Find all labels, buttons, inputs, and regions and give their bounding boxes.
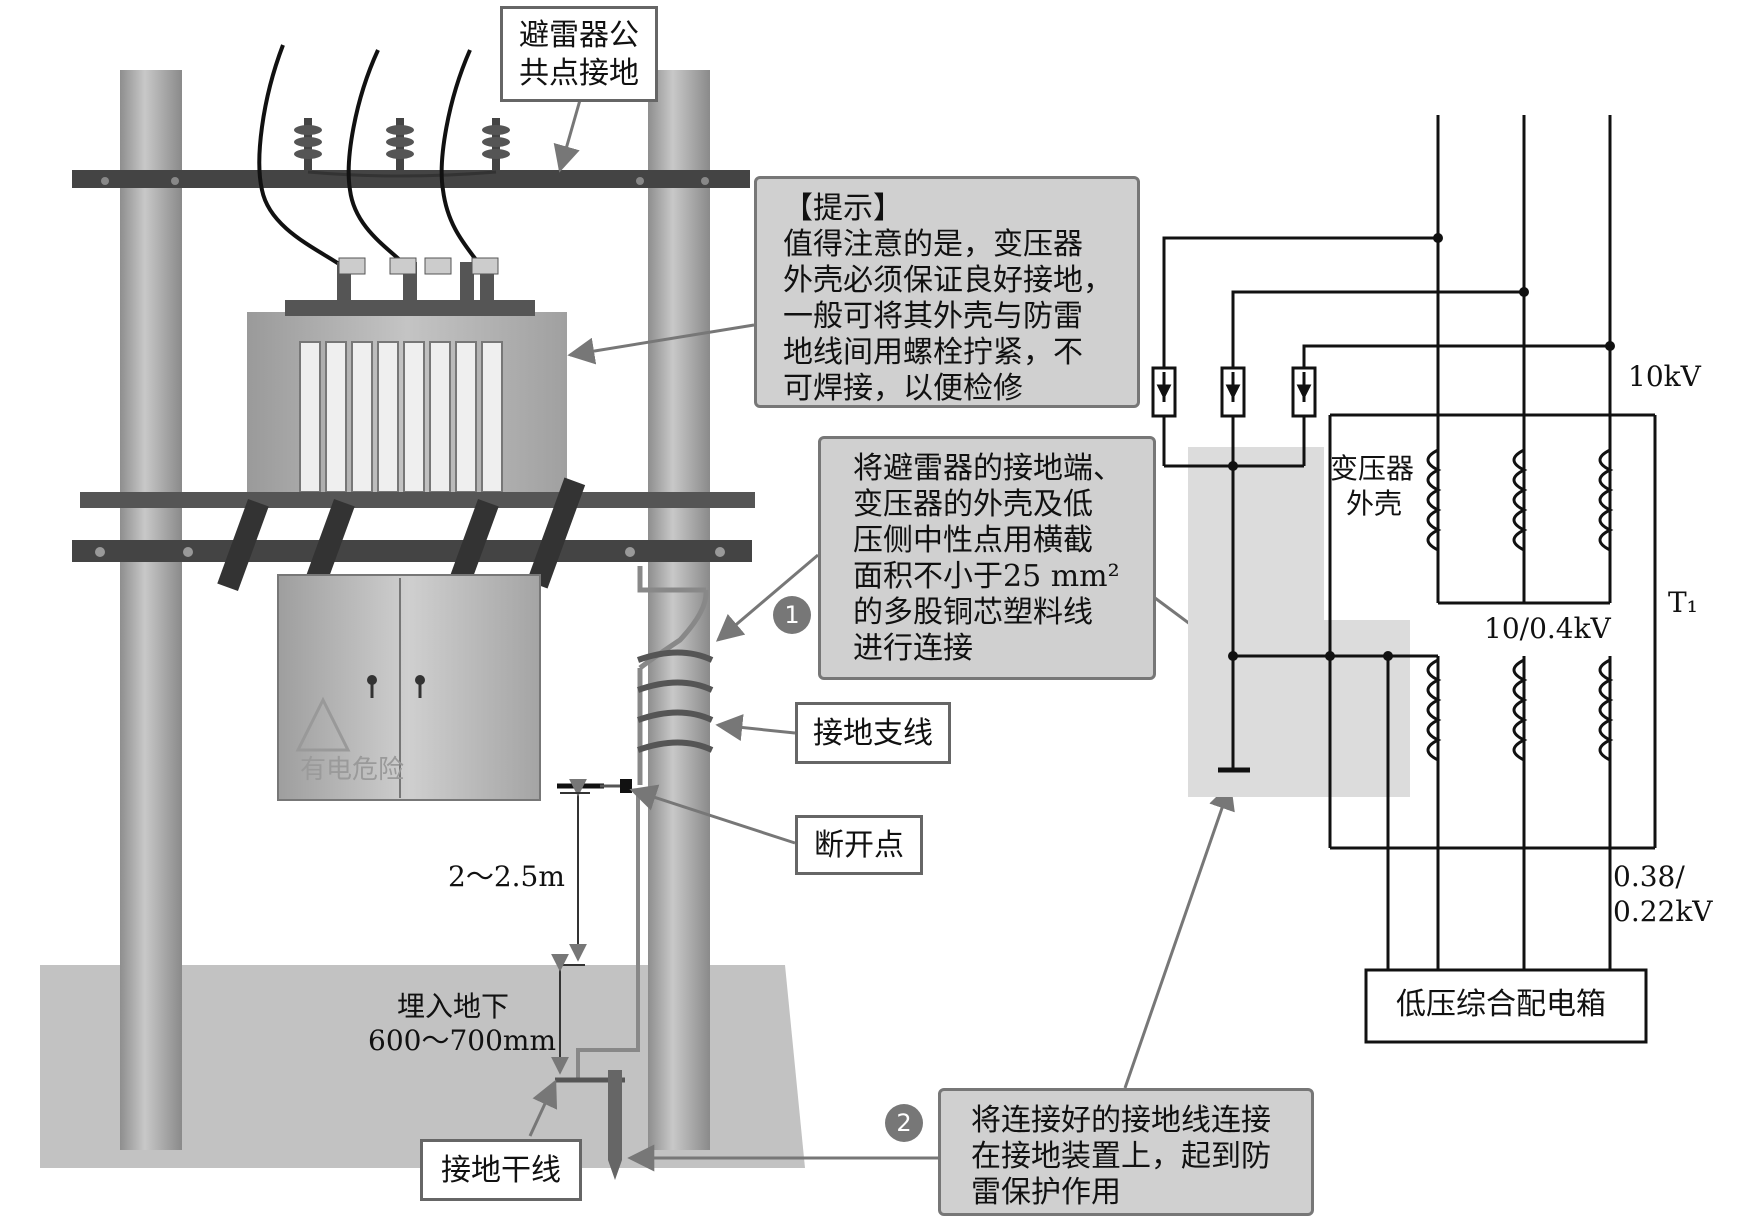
step1-callout: 将避雷器的接地端、 变压器的外壳及低 压侧中性点用横截 面积不小于25 mm² …	[818, 436, 1156, 680]
hv-voltage-label: 10kV	[1628, 360, 1701, 393]
tip-callout: 【提示】 值得注意的是，变压器 外壳必须保证良好接地， 一般可将其外壳与防雷 地…	[754, 176, 1140, 408]
main-ground-label: 接地干线	[441, 1153, 561, 1188]
hv-drop-wires	[257, 44, 484, 270]
transformer-windings	[1426, 448, 1614, 762]
ground-electrode	[608, 1070, 622, 1180]
buried-label-2: 600～700mm	[368, 1024, 556, 1057]
distribution-box	[1364, 968, 1648, 1044]
transformer-bushings	[337, 257, 499, 312]
step1-line-3: 压侧中性点用横截	[853, 523, 1093, 558]
cabinet-warning: 有电危险	[300, 755, 404, 785]
step2-line-3: 雷保护作用	[971, 1175, 1121, 1210]
lower-crossarm	[72, 540, 752, 562]
tip-title: 【提示】	[783, 191, 903, 226]
buried-label-1: 埋入地下	[397, 990, 510, 1023]
step2-callout: 将连接好的接地线连接 在接地装置上，起到防 雷保护作用	[938, 1088, 1314, 1216]
neutral-shade-lower	[1324, 620, 1410, 797]
tip-line-3: 一般可将其外壳与防雷	[783, 299, 1083, 334]
step1-badge: 1	[773, 596, 811, 634]
ratio-label: 10/0.4kV	[1484, 612, 1611, 645]
transformer-fins	[299, 341, 503, 493]
main-ground-callout: 接地干线	[420, 1139, 582, 1201]
transformer-id-label: T₁	[1668, 586, 1698, 619]
arrester-ground-callout: 避雷器公 共点接地	[500, 6, 658, 102]
tip-line-2: 外壳必须保证良好接地，	[783, 263, 1113, 298]
step1-line-6: 进行连接	[853, 631, 973, 666]
schematic-lines	[1162, 115, 1657, 970]
branch-wire-callout: 接地支线	[795, 702, 951, 764]
top-crossarm	[72, 170, 750, 188]
junction-dots	[1228, 233, 1615, 661]
step2-line-2: 在接地装置上，起到防	[971, 1139, 1271, 1174]
arrester-ground-line-1: 避雷器公	[519, 18, 639, 53]
step2-line-1: 将连接好的接地线连接	[971, 1103, 1271, 1138]
break-point-callout: 断开点	[795, 815, 923, 875]
height-dimension-label: 2～2.5m	[448, 860, 565, 893]
dimension-lines	[551, 778, 590, 1075]
main-ground-wire	[576, 790, 640, 1080]
branch-wire-label: 接地支线	[813, 716, 933, 751]
step1-line-5: 的多股铜芯塑料线	[853, 595, 1093, 630]
step1-line-2: 变压器的外壳及低	[853, 487, 1093, 522]
step1-line-1: 将避雷器的接地端、	[853, 451, 1123, 486]
step1-line-4: 面积不小于25 mm²	[853, 559, 1120, 594]
break-point-label: 断开点	[814, 828, 904, 863]
tip-line-5: 可焊接，以便检修	[783, 371, 1023, 406]
distribution-cabinet	[277, 574, 541, 801]
step2-badge: 2	[885, 1104, 923, 1142]
branch-wire-coil	[636, 649, 714, 753]
schematic-arresters	[1151, 366, 1317, 418]
lv-voltage-label-2: 0.22kV	[1613, 895, 1713, 928]
warning-triangle	[295, 696, 351, 752]
tip-line-4: 地线间用螺栓拧紧，不	[783, 335, 1083, 370]
tip-line-1: 值得注意的是，变压器	[783, 227, 1083, 262]
lv-voltage-label-1: 0.38/	[1613, 860, 1685, 893]
left-pole	[120, 70, 182, 1150]
shell-label-2: 外壳	[1346, 487, 1403, 520]
arrester-ground-line-2: 共点接地	[519, 56, 639, 91]
shell-label-1: 变压器	[1330, 452, 1415, 485]
lightning-arresters	[294, 118, 510, 178]
support-channels	[217, 477, 586, 592]
mid-crossarm	[80, 492, 755, 508]
neutral-shade-upper	[1188, 447, 1324, 797]
distribution-box-label: 低压综合配电箱	[1396, 987, 1606, 1022]
